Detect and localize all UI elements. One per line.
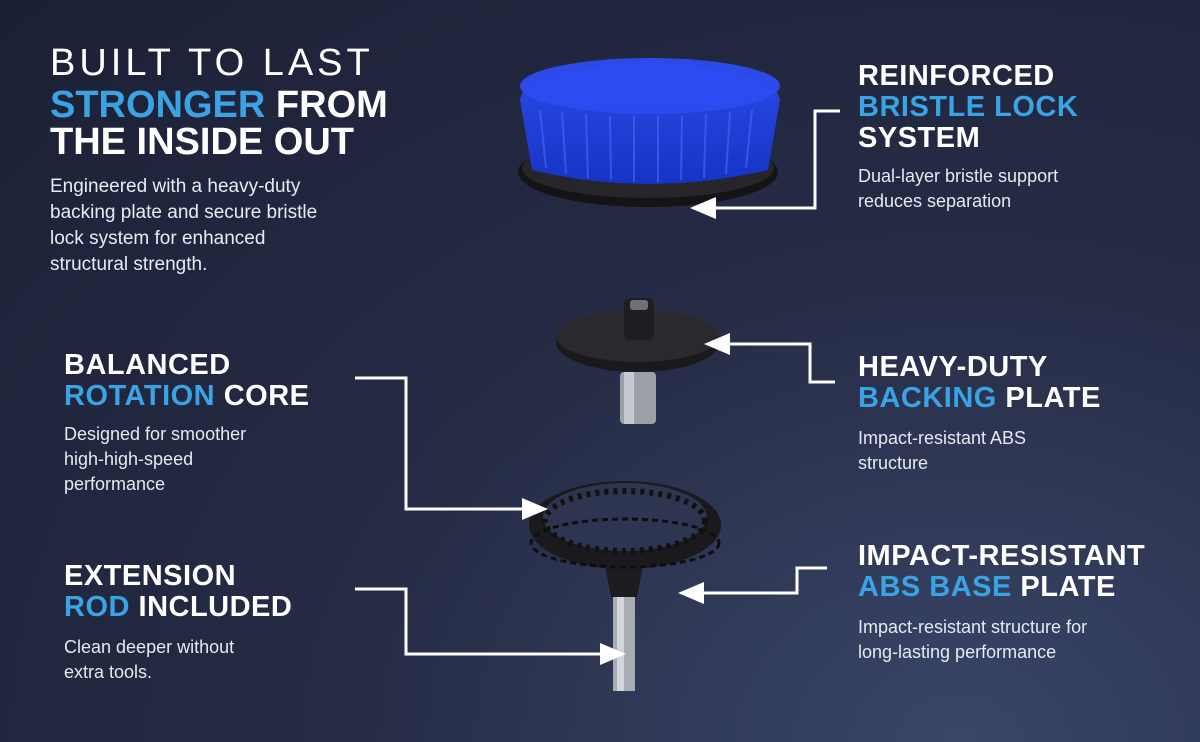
feature-description-line: structure: [858, 453, 929, 473]
hero-headline-line3: THE INSIDE OUT: [50, 121, 355, 163]
feature-title: REINFORCED: [858, 60, 1055, 92]
feature-title-word: INCLUDED: [138, 591, 293, 623]
feature-title-word: CORE: [223, 380, 310, 412]
feature-description-line: Impact-resistant ABS: [858, 428, 1027, 448]
brush-head-image: [518, 58, 780, 207]
feature-description: Impact-resistant ABS structure: [858, 426, 1101, 476]
feature-description: Dual-layer bristle support reduces separ…: [858, 164, 1078, 214]
hero-headline-accent: STRONGER: [50, 84, 266, 126]
feature-description-line: high-high-speed: [64, 449, 194, 469]
feature-title: SYSTEM: [858, 122, 981, 154]
feature-description-line: Clean deeper without: [64, 637, 235, 657]
feature-title: EXTENSION: [64, 560, 237, 592]
hero-description: Engineered with a heavy-duty backing pla…: [50, 174, 380, 278]
feature-title-accent: ABS BASE: [858, 571, 1012, 603]
feature-description-line: Designed for smoother: [64, 424, 247, 444]
feature-description-line: Impact-resistant structure for: [858, 617, 1088, 637]
feature-title-word: PLATE: [1005, 382, 1101, 414]
feature-title-line2: BACKING PLATE: [858, 383, 1101, 414]
feature-title-word: PLATE: [1020, 571, 1116, 603]
hero-description-line: Engineered with a heavy-duty: [50, 176, 301, 197]
callout-backing-plate: [722, 342, 835, 384]
hero-description-line: backing plate and secure bristle: [50, 202, 318, 223]
feature-backing-plate: HEAVY-DUTY BACKING PLATE Impact-resistan…: [858, 352, 1101, 476]
hero-headline-word: FROM: [275, 84, 388, 126]
feature-description-line: long-lasting performance: [858, 642, 1057, 662]
feature-description-line: extra tools.: [64, 662, 153, 682]
feature-extension-rod: EXTENSION ROD INCLUDED Clean deeper with…: [64, 561, 292, 685]
callout-rotation-core: [355, 376, 535, 511]
feature-description-line: performance: [64, 474, 166, 494]
feature-description: Designed for smoother high-high-speed pe…: [64, 422, 309, 497]
hero-description-line: structural strength.: [50, 254, 208, 275]
feature-title-accent: BACKING: [858, 382, 997, 414]
feature-title: HEAVY-DUTY: [858, 351, 1048, 383]
feature-abs-base: IMPACT-RESISTANT ABS BASE PLATE Impact-r…: [858, 541, 1145, 665]
feature-title: BALANCED: [64, 349, 231, 381]
hero-headline-line2: STRONGER FROM: [50, 86, 388, 124]
backing-plate-image: [556, 298, 720, 424]
feature-title-line2: ABS BASE PLATE: [858, 572, 1145, 603]
feature-description-line: Dual-layer bristle support: [858, 166, 1059, 186]
feature-rotation-core: BALANCED ROTATION CORE Designed for smoo…: [64, 350, 309, 497]
feature-description: Clean deeper without extra tools.: [64, 635, 292, 685]
feature-title-line2: ROD INCLUDED: [64, 592, 292, 623]
ring-base-image: [529, 481, 721, 691]
feature-description: Impact-resistant structure for long-last…: [858, 615, 1145, 665]
feature-title-accent: ROD: [64, 591, 130, 623]
hero-description-line: lock system for enhanced: [50, 228, 266, 249]
feature-bristle-lock: REINFORCED BRISTLE LOCK SYSTEM Dual-laye…: [858, 61, 1078, 214]
feature-title: IMPACT-RESISTANT: [858, 540, 1146, 572]
hero-tagline: BUILT TO LAST: [50, 42, 374, 84]
feature-title-accent: ROTATION: [64, 380, 216, 412]
feature-title-line2: ROTATION CORE: [64, 381, 309, 412]
feature-title-accent: BRISTLE LOCK: [858, 91, 1079, 123]
feature-description-line: reduces separation: [858, 191, 1012, 211]
